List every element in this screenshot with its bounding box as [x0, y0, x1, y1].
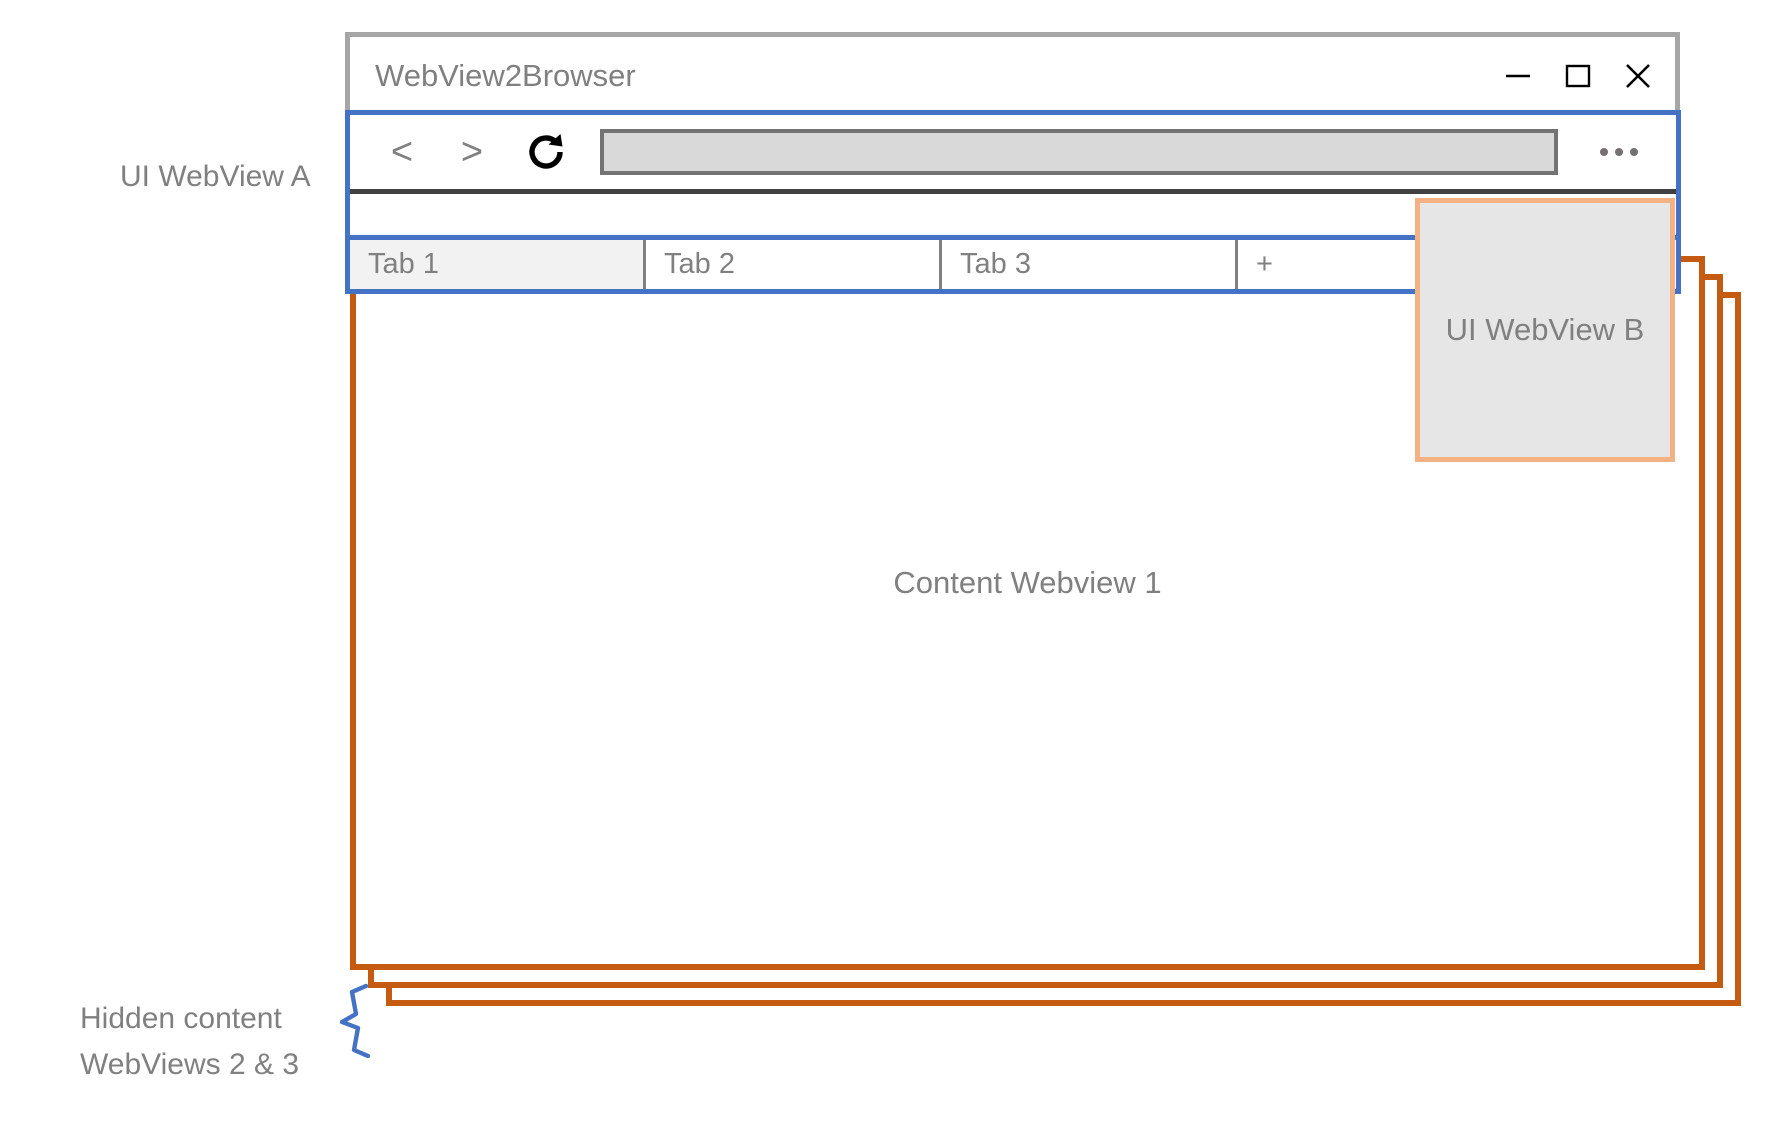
curly-brace-icon: [339, 983, 371, 1058]
minimize-icon[interactable]: [1503, 61, 1533, 91]
chevron-right-icon: >: [460, 130, 484, 173]
more-options-icon[interactable]: [1584, 126, 1654, 178]
tab-2[interactable]: Tab 2: [646, 240, 942, 289]
ui-webview-b-popup: UI WebView B: [1415, 198, 1675, 462]
tab-label: Tab 2: [664, 248, 735, 280]
tab-3[interactable]: Tab 3: [942, 240, 1238, 289]
annotation-hidden-content-line-1: Hidden content: [80, 1002, 282, 1035]
tab-label: Tab 1: [368, 248, 439, 280]
browser-toolbar: < >: [350, 115, 1676, 194]
menu-dot: [1600, 148, 1608, 156]
annotation-hidden-content-line-2: WebViews 2 & 3: [80, 1048, 300, 1081]
tab-label: Tab 3: [960, 248, 1031, 280]
tab-1[interactable]: Tab 1: [350, 240, 646, 289]
plus-icon: +: [1256, 248, 1273, 280]
ui-webview-b-label: UI WebView B: [1445, 312, 1645, 347]
forward-button[interactable]: >: [446, 126, 498, 178]
maximize-icon[interactable]: [1563, 61, 1593, 91]
chevron-left-icon: <: [390, 130, 414, 173]
reload-icon: [529, 134, 563, 169]
reload-button[interactable]: [520, 126, 572, 178]
new-tab-button[interactable]: +: [1238, 240, 1418, 289]
menu-dot: [1630, 148, 1638, 156]
window-controls: [1503, 61, 1653, 91]
close-icon[interactable]: [1623, 61, 1653, 91]
title-bar: WebView2Browser: [350, 37, 1675, 115]
address-input[interactable]: [600, 129, 1558, 175]
back-button[interactable]: <: [376, 126, 428, 178]
menu-dot: [1615, 148, 1623, 156]
page-title: WebView2Browser: [375, 58, 636, 93]
content-webview-1-label: Content Webview 1: [893, 565, 1162, 600]
annotation-hidden-content: Hidden content WebViews 2 & 3: [80, 996, 299, 1088]
annotation-ui-webview-a: UI WebView A: [120, 160, 311, 193]
